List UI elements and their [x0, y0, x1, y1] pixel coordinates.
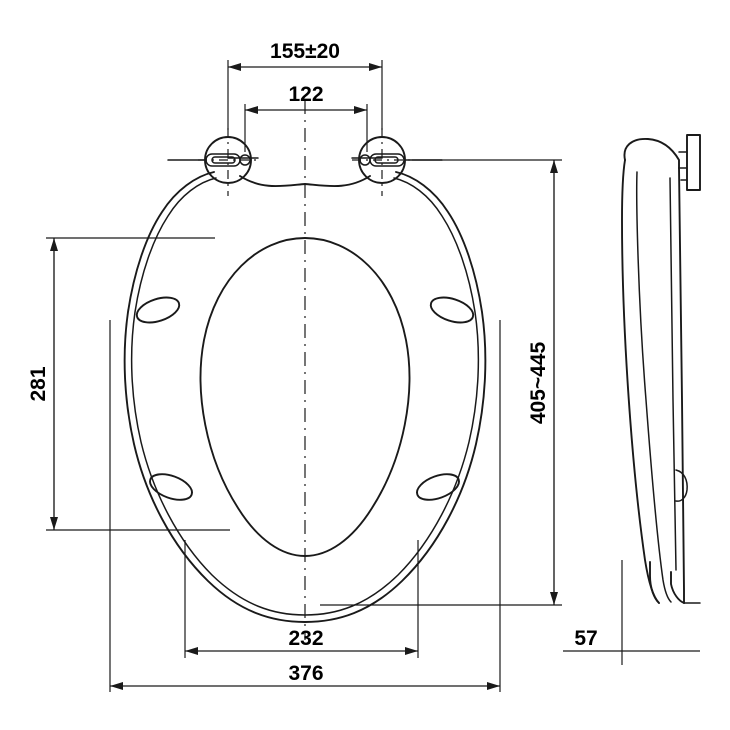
- hinge-boss-left-slot: [205, 153, 241, 167]
- side-seat-inner-edge: [669, 177, 677, 571]
- side-view-group: [621, 134, 701, 604]
- hinge-boss-right-slot-inner: [374, 156, 399, 164]
- arrow-376-right: [487, 682, 500, 690]
- side-bumper-pad: [675, 469, 688, 502]
- side-lid-bottom-return: [649, 561, 660, 604]
- bumper-pad-bottom-right: [416, 473, 460, 501]
- dimension-seat-overall-width: 376: [109, 320, 501, 692]
- dimension-seat-inner-width: 281: [27, 237, 230, 531]
- seat-outer-contour: [123, 171, 487, 623]
- arrow-155-left: [228, 63, 241, 71]
- arrow-281-bottom: [50, 517, 58, 530]
- hinge-boss-right-pin-hole: [359, 154, 371, 166]
- side-seat-bottom-return: [670, 571, 685, 604]
- arrow-155-right: [369, 63, 382, 71]
- dimension-seat-length: 405~445: [320, 159, 562, 606]
- dimension-hinge-spacing-inner: 122: [244, 83, 368, 152]
- bumper-pad-bottom-left: [149, 473, 193, 501]
- side-lid-top-profile: [623, 138, 680, 169]
- dimension-hinge-spacing-outer: 155±20: [227, 40, 383, 130]
- dimension-seat-inner-bottom-width: 232: [184, 540, 419, 658]
- dim-label-281: 281: [27, 366, 50, 401]
- top-view-group: [123, 100, 487, 640]
- arrow-405-bottom: [550, 592, 558, 605]
- side-hinge-bracket-plate: [686, 134, 701, 191]
- seat-inner-opening: [199, 237, 411, 557]
- dim-label-232: 232: [288, 627, 323, 650]
- arrow-405-top: [550, 160, 558, 173]
- arrow-122-right: [354, 106, 367, 114]
- arrow-376-left: [110, 682, 123, 690]
- hinge-boss-left-slot-inner: [211, 156, 236, 164]
- side-seat-right-edge: [678, 167, 685, 604]
- arrow-232-left: [185, 647, 198, 655]
- side-lid-left-edge: [621, 159, 660, 604]
- arrow-232-right: [405, 647, 418, 655]
- bumper-pad-top-left: [135, 296, 181, 324]
- bumper-pad-top-right: [429, 296, 475, 324]
- dim-label-376: 376: [288, 662, 323, 685]
- hinge-boss-right-slot: [369, 153, 405, 167]
- dim-label-57: 57: [574, 627, 597, 650]
- dim-label-405: 405~445: [527, 342, 550, 425]
- dimension-seat-thickness: 57: [563, 560, 700, 665]
- arrow-122-left: [245, 106, 258, 114]
- side-lid-inner-edge: [636, 171, 672, 603]
- dim-label-122: 122: [288, 83, 323, 106]
- dim-label-155: 155±20: [270, 40, 340, 63]
- arrow-281-top: [50, 238, 58, 251]
